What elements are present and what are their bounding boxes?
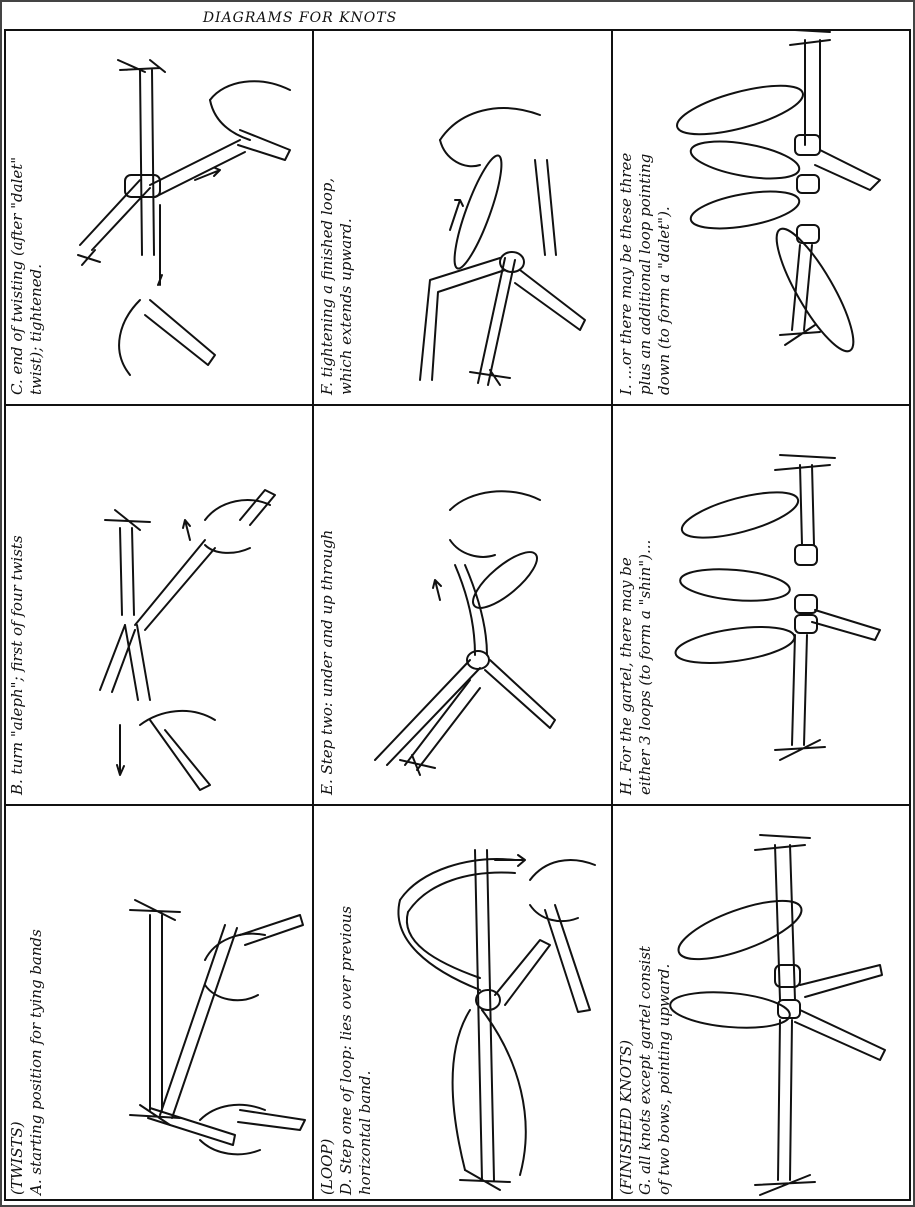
caption-panel-f-line-1: F. tightening a finished loop, — [318, 178, 337, 395]
caption-panel-h-line-1: H. For the gartel, there may be — [617, 540, 636, 795]
caption-panel-a-line-2: A. starting position for tying bands — [27, 929, 46, 1195]
caption-panel-e-line-1: E. Step two: under and up through — [318, 530, 337, 795]
caption-panel-h: H. For the gartel, there may be either 3… — [617, 540, 655, 795]
caption-panel-a-line-1: (TWISTS) — [8, 929, 27, 1195]
caption-panel-h-line-2: either 3 loops (to form a "shin")... — [636, 540, 655, 795]
caption-panel-i-line-3: down (to form a "dalet"). — [655, 153, 674, 395]
caption-panel-a: (TWISTS) A. starting position for tying … — [8, 929, 46, 1195]
caption-panel-g-line-1: (FINISHED KNOTS) — [617, 946, 636, 1195]
page-title: DIAGRAMS FOR KNOTS — [170, 6, 430, 30]
caption-panel-f-line-2: which extends upward. — [337, 178, 356, 395]
caption-panel-c-line-1: C. end of twisting (after "dalet" — [8, 157, 27, 395]
caption-panel-c: C. end of twisting (after "dalet" twist)… — [8, 157, 46, 395]
caption-panel-d: (LOOP) D. Step one of loop: lies over pr… — [318, 906, 375, 1195]
caption-panel-c-line-2: twist); tightened. — [27, 157, 46, 395]
caption-panel-i-line-1: I. ...or there may be these three — [617, 153, 636, 395]
caption-panel-i: I. ...or there may be these three plus a… — [617, 153, 674, 395]
caption-panel-d-line-1: (LOOP) — [318, 906, 337, 1195]
caption-panel-d-line-3: horizontal band. — [356, 906, 375, 1195]
caption-panel-b: B. turn "aleph"; first of four twists — [8, 535, 27, 795]
caption-panel-i-line-2: plus an additional loop pointing — [636, 153, 655, 395]
caption-panel-d-line-2: D. Step one of loop: lies over previous — [337, 906, 356, 1195]
caption-panel-g-line-3: of two bows, pointing upward. — [655, 946, 674, 1195]
caption-panel-g-line-2: G. all knots except gartel consist — [636, 946, 655, 1195]
caption-panel-b-line-1: B. turn "aleph"; first of four twists — [8, 535, 27, 795]
caption-panel-f: F. tightening a finished loop, which ext… — [318, 178, 356, 395]
caption-panel-g: (FINISHED KNOTS) G. all knots except gar… — [617, 946, 674, 1195]
caption-panel-e: E. Step two: under and up through — [318, 530, 337, 795]
